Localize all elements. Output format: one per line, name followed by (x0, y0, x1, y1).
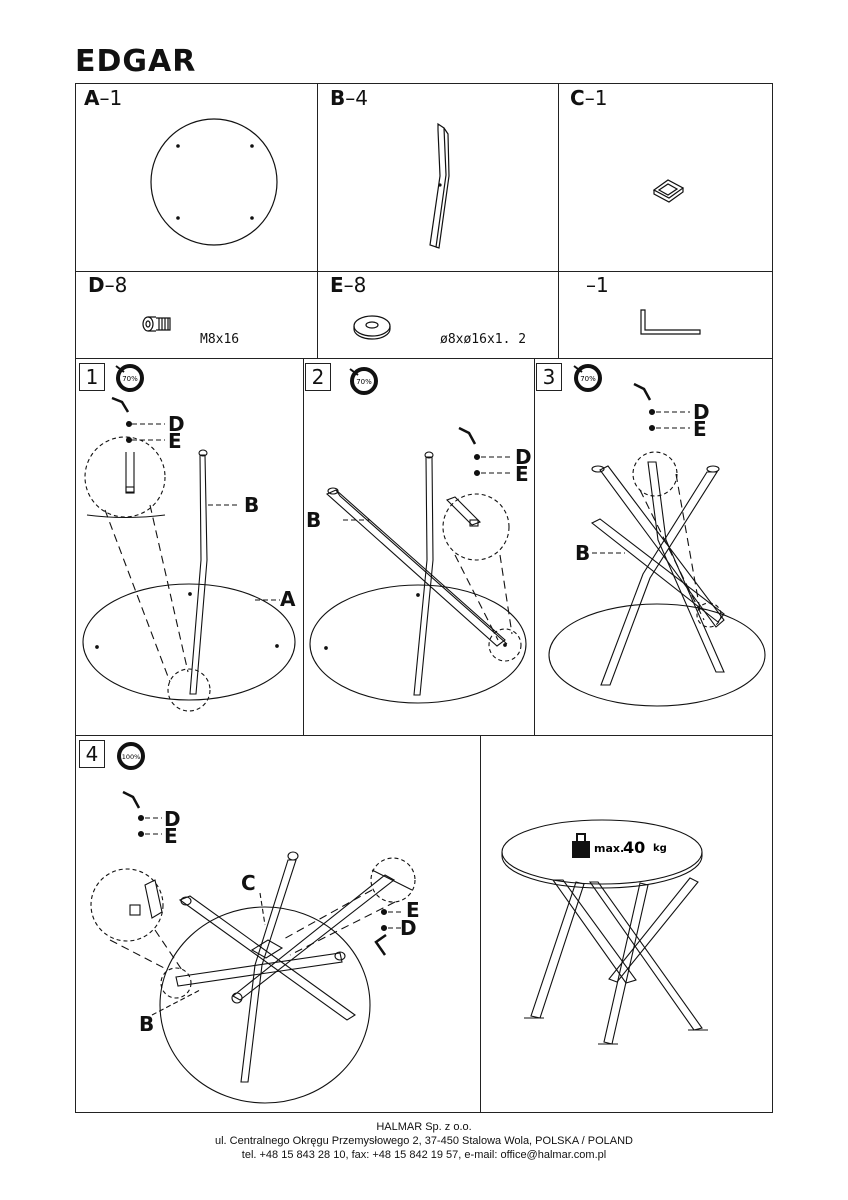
callout-d: D (168, 412, 185, 436)
step-4-number: 4 (79, 740, 105, 768)
torque-label: 100% (122, 753, 141, 761)
step-3-number: 3 (536, 363, 562, 391)
part-label-e: E–8 (330, 273, 367, 297)
torque-icon-step-3: 70% (573, 364, 602, 392)
callout-d: D (400, 916, 417, 940)
footer-address: ul. Centralnego Okręgu Przemysłowego 2, … (214, 1135, 633, 1147)
torque-icon-step-1: 70% (115, 364, 144, 392)
washer-icon (353, 315, 391, 340)
callout-e: E (164, 824, 178, 848)
allen-key-icon (640, 309, 701, 335)
load-unit: kg (653, 843, 667, 854)
finished-table-panel (480, 735, 773, 1113)
callout-d: D (164, 807, 181, 831)
callout-c: C (241, 871, 256, 895)
bolt-icon (142, 316, 171, 332)
callout-d: D (515, 445, 532, 469)
product-title: EDGAR (75, 44, 197, 79)
footer-contact: tel. +48 15 843 28 10, fax: +48 15 842 1… (241, 1149, 607, 1161)
part-label-d: D–8 (88, 273, 128, 297)
callout-b: B (139, 1012, 154, 1036)
callout-b: B (244, 493, 259, 517)
load-prefix: max. (594, 842, 624, 855)
torque-icon-step-4: 100% (117, 742, 145, 770)
load-value: 40 (623, 838, 645, 857)
connector-plate-icon (652, 179, 685, 203)
torque-label: 70% (580, 375, 596, 383)
glass-top-icon (150, 118, 278, 246)
part-label-b: B–4 (330, 86, 368, 110)
part-label-a: A–1 (84, 86, 123, 110)
footer-company: HALMAR Sp. z o.o. (376, 1121, 472, 1133)
weight-icon (572, 833, 590, 858)
part-label-wrench: –1 (586, 273, 609, 297)
part-label-c: C–1 (570, 86, 608, 110)
step-1-number: 1 (79, 363, 105, 391)
callout-a: A (280, 587, 296, 611)
torque-icon-step-2: 70% (349, 367, 378, 395)
callout-d: D (693, 400, 710, 424)
callout-e: E (168, 429, 182, 453)
callout-e: E (515, 462, 529, 486)
leg (189, 454, 208, 695)
washer-spec: ø8xø16x1. 2 (440, 332, 527, 347)
parts-illustrations (142, 118, 701, 340)
torque-label: 70% (356, 378, 372, 386)
glass-top (82, 583, 296, 701)
callout-e: E (406, 898, 420, 922)
torque-label: 70% (122, 375, 138, 383)
callout-e: E (693, 417, 707, 441)
bolt-spec: M8x16 (200, 332, 240, 347)
callout-b: B (306, 508, 321, 532)
step-2-number: 2 (305, 363, 331, 391)
callout-b: B (575, 541, 590, 565)
leg-icon (429, 122, 450, 249)
